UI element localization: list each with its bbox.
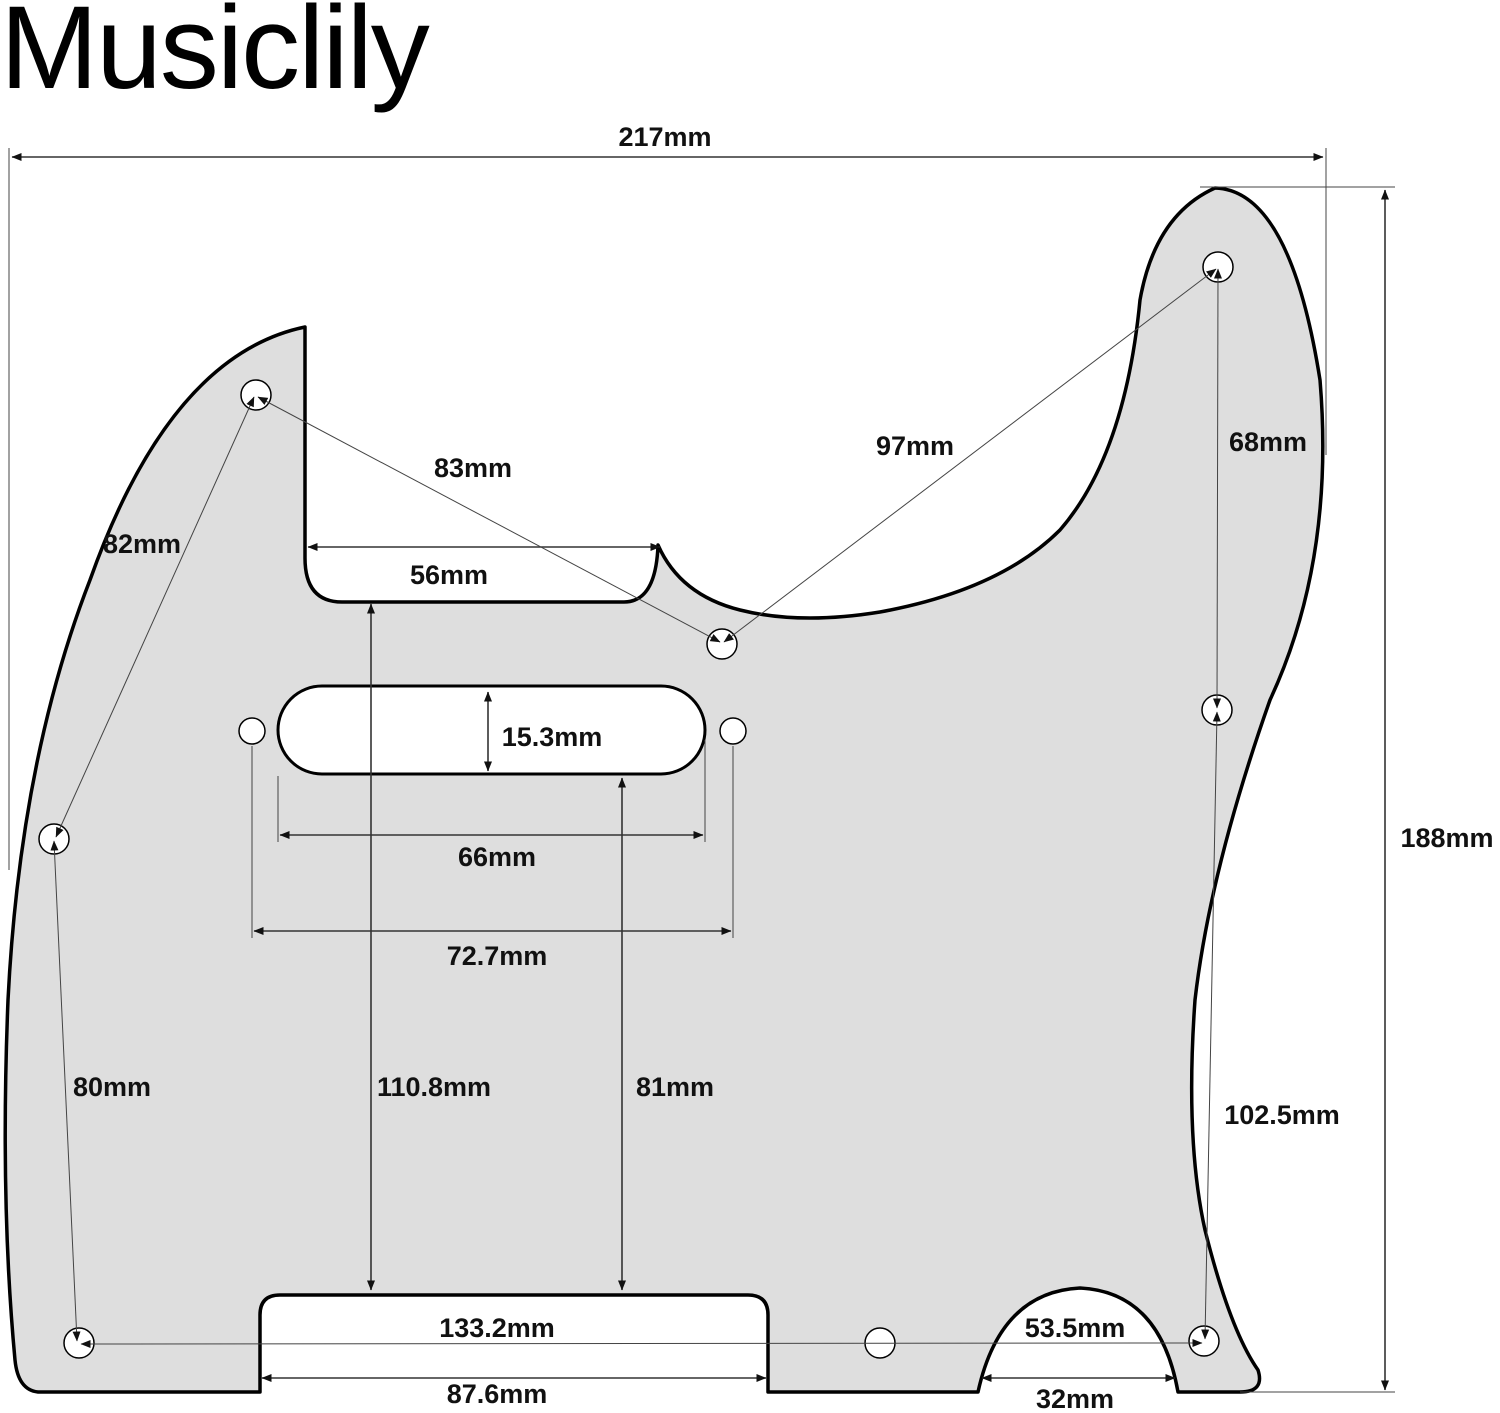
pickguard-outline — [3, 186, 1325, 1394]
label-83mm: 83mm — [434, 453, 512, 483]
label-15-3mm: 15.3mm — [502, 722, 603, 752]
label-82mm: 82mm — [103, 529, 181, 559]
screw-hole-bottom-left — [63, 1327, 95, 1359]
dim-line-83 — [257, 396, 721, 643]
screw-hole-top-left — [240, 379, 272, 411]
pickup-mount-hole-right — [719, 717, 747, 745]
label-87-6mm: 87.6mm — [447, 1379, 548, 1409]
dim-line-102-5 — [1201, 711, 1221, 1340]
label-68mm: 68mm — [1229, 427, 1307, 457]
label-neck-pocket-width: 56mm — [410, 560, 488, 590]
extension-lines — [8, 148, 1395, 1393]
dim-line-133-2 — [80, 1339, 1203, 1348]
label-97mm: 97mm — [876, 431, 954, 461]
dim-line-97 — [723, 268, 1217, 643]
label-110-8mm: 110.8mm — [377, 1072, 491, 1102]
brand-title: Musiclily — [0, 0, 430, 114]
label-53-5mm: 53.5mm — [1025, 1313, 1126, 1343]
label-66mm: 66mm — [458, 842, 536, 872]
screw-hole-center — [706, 628, 738, 660]
dim-line-80 — [50, 840, 81, 1342]
label-102-5mm: 102.5mm — [1224, 1100, 1340, 1130]
dim-line-82 — [55, 396, 255, 838]
label-81mm: 81mm — [636, 1072, 714, 1102]
label-133-2mm: 133.2mm — [439, 1313, 555, 1343]
dimension-labels: 217mm 188mm 56mm 83mm 97mm 68mm 82mm 80m… — [73, 122, 1494, 1413]
screw-hole-bottom-right — [1188, 1325, 1220, 1357]
label-80mm: 80mm — [73, 1072, 151, 1102]
label-32mm: 32mm — [1036, 1384, 1114, 1413]
label-overall-height: 188mm — [1400, 823, 1493, 853]
dim-line-68 — [1213, 268, 1222, 709]
label-72-7mm: 72.7mm — [447, 941, 548, 971]
pickup-mount-hole-left — [238, 717, 266, 745]
label-overall-width: 217mm — [618, 122, 711, 152]
dimension-lines — [11, 153, 1389, 1391]
pickup-slot — [276, 684, 707, 776]
